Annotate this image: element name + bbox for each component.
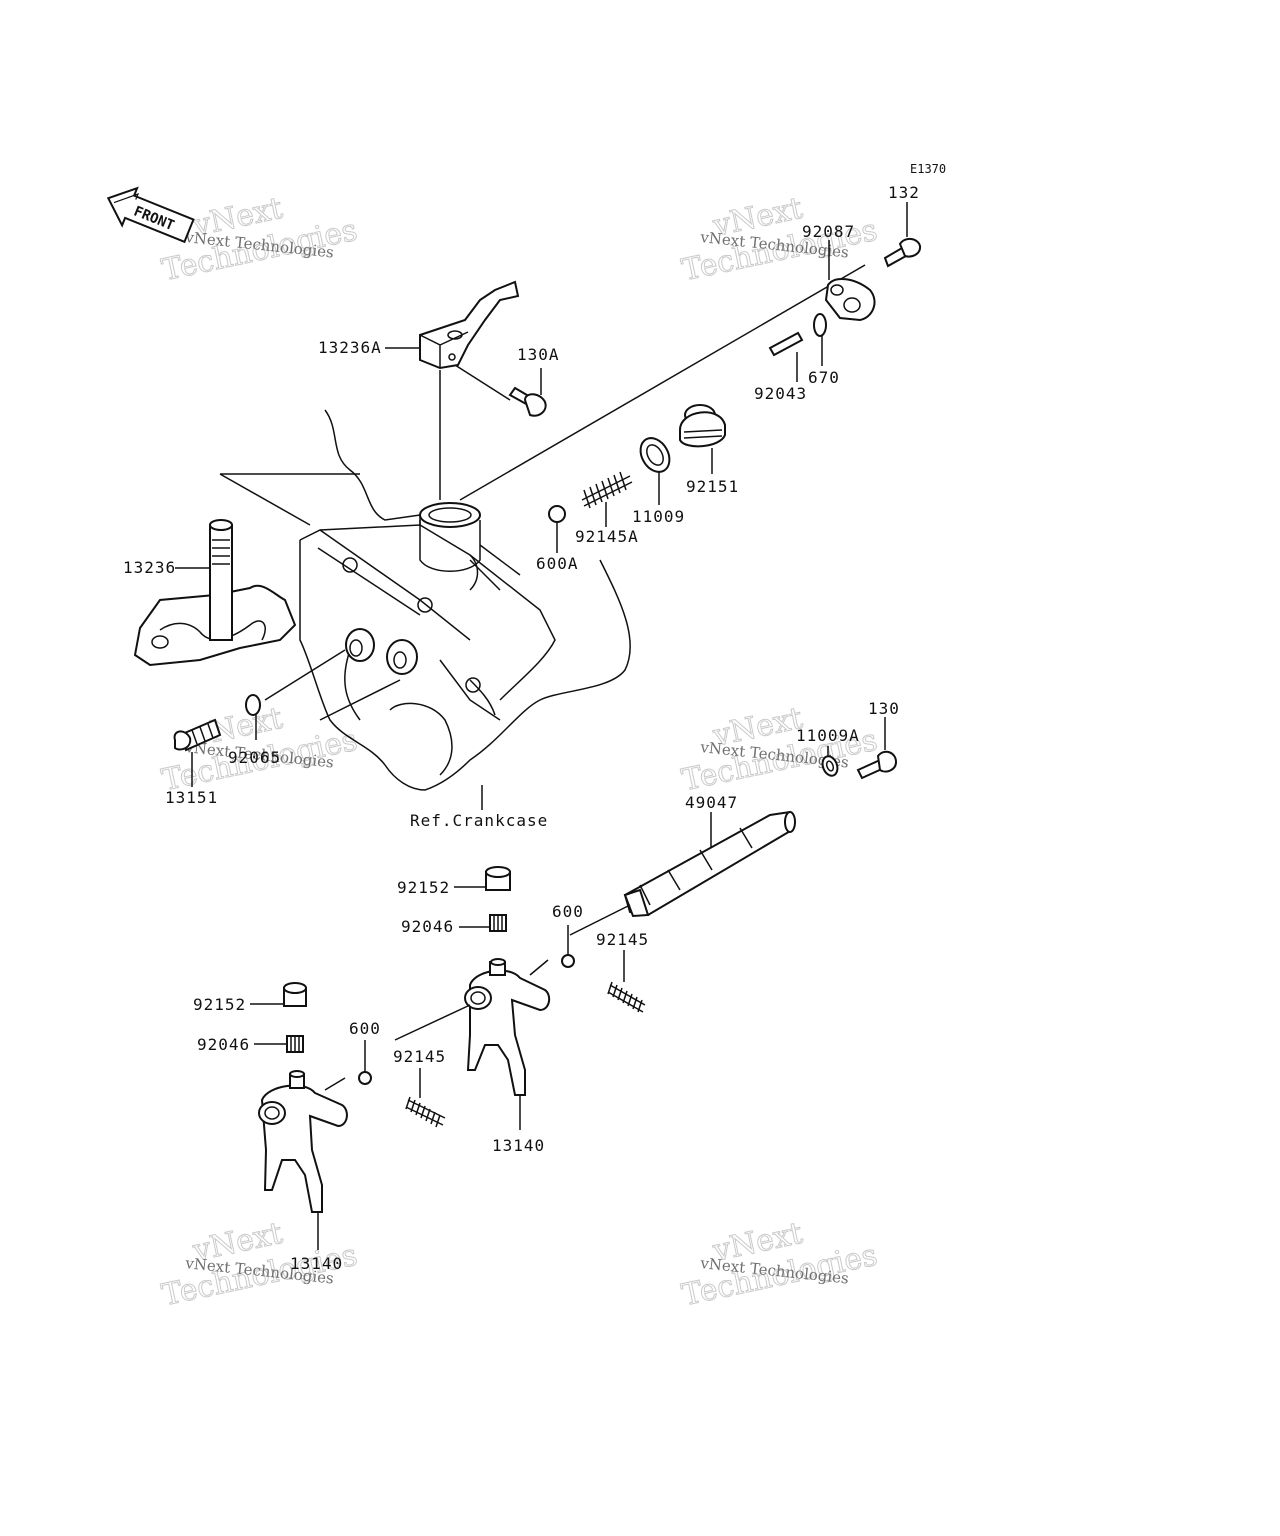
washer-11009A: [821, 755, 839, 777]
plug-92151: [679, 404, 726, 448]
spring-92145-upper: [607, 981, 646, 1013]
part-label-92145A: 92145A: [575, 527, 639, 546]
part-label-130: 130: [868, 699, 900, 718]
part-label-92046-lower: 92046: [197, 1035, 250, 1054]
bolt-130A: [508, 386, 547, 417]
part-label-13236: 13236: [123, 558, 176, 577]
spring-92145-lower: [405, 1096, 446, 1128]
part-label-600-lower: 600: [349, 1019, 381, 1038]
part-label-92152-upper: 92152: [397, 878, 450, 897]
reference-crankcase-label: Ref.Crankcase: [410, 811, 548, 830]
part-label-92151: 92151: [686, 477, 739, 496]
ball-600-lower: [358, 1071, 372, 1085]
leader-line: [569, 904, 631, 936]
part-label-92065: 92065: [228, 748, 281, 767]
part-label-92046-upper: 92046: [401, 917, 454, 936]
front-arrow-icon: FRONT: [106, 186, 195, 244]
part-label-600A: 600A: [536, 554, 579, 573]
part-label-130A: 130A: [517, 345, 560, 364]
leader-line: [219, 473, 311, 526]
shift-arm-13236A: [419, 280, 520, 370]
leader-line: [529, 959, 549, 976]
leader-line: [454, 364, 511, 401]
collar-92152-lower: [283, 982, 307, 1007]
part-label-92152-lower: 92152: [193, 995, 246, 1014]
holder-92087: [824, 278, 876, 322]
part-label-92043: 92043: [754, 384, 807, 403]
part-label-49047: 49047: [685, 793, 738, 812]
spring-92145A: [581, 471, 633, 509]
shift-drum-49047: [623, 810, 796, 918]
bolt-13151: [173, 718, 222, 752]
part-label-670: 670: [808, 368, 840, 387]
part-label-13140-upper: 13140: [492, 1136, 545, 1155]
bearing-92046-upper: [489, 914, 507, 932]
part-label-11009: 11009: [632, 507, 685, 526]
shift-shaft-13236: [133, 519, 297, 667]
leader-line: [319, 679, 401, 721]
part-label-92145-upper: 92145: [596, 930, 649, 949]
part-label-600-upper: 600: [552, 902, 584, 921]
leader-line: [394, 1004, 471, 1041]
leader-line: [324, 1077, 346, 1091]
o-ring-670: [813, 313, 827, 337]
crankcase-ref: [299, 409, 631, 791]
ball-600-upper: [561, 954, 575, 968]
part-label-132: 132: [888, 183, 920, 202]
washer-92065: [245, 694, 261, 716]
part-label-92145-lower: 92145: [393, 1047, 446, 1066]
leader-line: [264, 649, 346, 701]
part-label-11009A: 11009A: [796, 726, 860, 745]
ball-600A: [548, 505, 566, 523]
leader-line: [459, 264, 866, 501]
bolt-130: [856, 750, 898, 780]
diagram-code: E1370: [910, 162, 946, 176]
bolt-132: [883, 238, 922, 268]
washer-11009: [639, 437, 671, 473]
bearing-92046-lower: [286, 1035, 304, 1053]
part-label-13236A: 13236A: [318, 338, 382, 357]
part-label-13140-lower: 13140: [290, 1254, 343, 1273]
part-label-92087: 92087: [802, 222, 855, 241]
shift-fork-13140-lower: [258, 1070, 348, 1213]
pin-92043: [768, 331, 804, 357]
part-label-13151: 13151: [165, 788, 218, 807]
collar-92152-upper: [485, 866, 511, 891]
shift-fork-13140-upper: [464, 958, 551, 1096]
